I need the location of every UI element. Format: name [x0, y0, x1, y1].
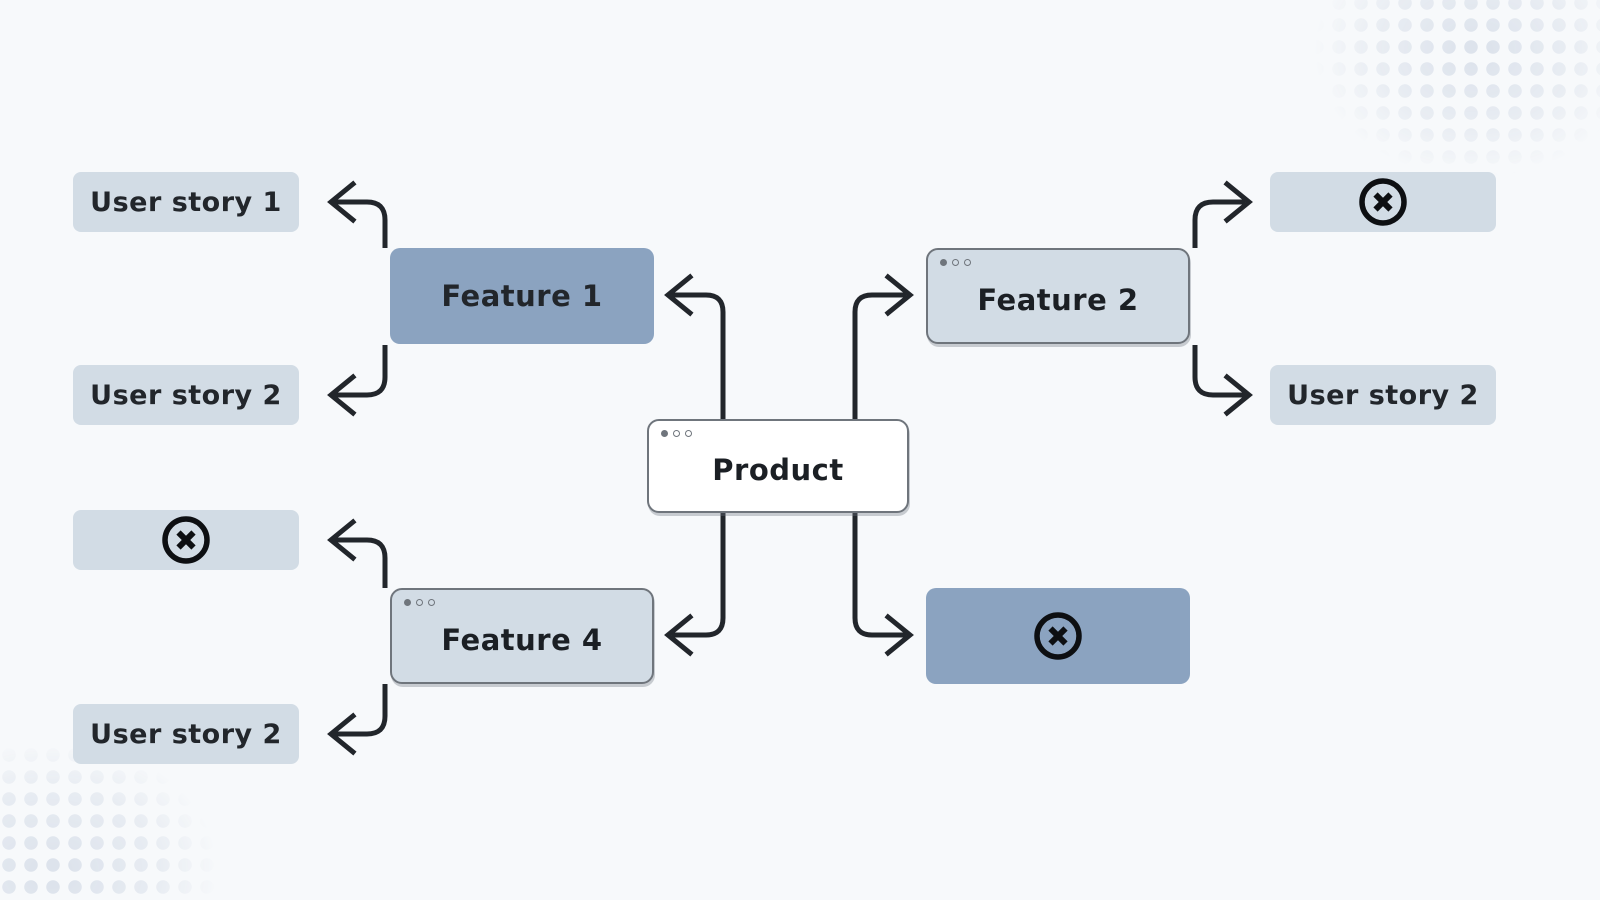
edge-product-to-feature-4 [664, 512, 726, 657]
node-label: Product [712, 453, 844, 487]
node-feature-4[interactable]: Feature 4 [390, 588, 654, 684]
edge-product-to-feature-1 [664, 273, 726, 420]
node-feature-1[interactable]: Feature 1 [390, 248, 654, 344]
window-dot-close [661, 430, 668, 437]
node-label: User story 2 [90, 718, 282, 750]
window-dot-minimize [416, 599, 423, 606]
x-circle-icon [162, 516, 210, 564]
edge-product-to-feature-2 [852, 273, 914, 420]
window-dot-close [404, 599, 411, 606]
node-label: Feature 1 [441, 279, 603, 313]
node-redacted-feature-3[interactable] [926, 588, 1190, 684]
edge-product-to-redacted-feature-3 [852, 512, 914, 657]
node-user-story-2-left-top[interactable]: User story 2 [73, 365, 299, 425]
node-product-root[interactable]: Product [647, 419, 909, 513]
x-circle-icon [1034, 612, 1082, 660]
window-controls [661, 430, 692, 437]
window-dot-minimize [673, 430, 680, 437]
node-feature-2[interactable]: Feature 2 [926, 248, 1190, 344]
window-dot-close [940, 259, 947, 266]
node-user-story-1[interactable]: User story 1 [73, 172, 299, 232]
window-controls [404, 599, 435, 606]
node-redacted-left[interactable] [73, 510, 299, 570]
edge-feature-2-to-redacted-right [1192, 180, 1253, 248]
node-label: Feature 2 [977, 283, 1139, 317]
edge-feature-4-to-redacted-left [327, 518, 388, 588]
node-user-story-2-left-bottom[interactable]: User story 2 [73, 704, 299, 764]
window-dot-minimize [952, 259, 959, 266]
window-dot-maximize [685, 430, 692, 437]
window-dot-maximize [428, 599, 435, 606]
edge-feature-1-to-user-story-1 [327, 180, 388, 248]
node-label: User story 1 [90, 186, 282, 218]
window-controls [940, 259, 971, 266]
edge-feature-4-to-user-story-2 [327, 684, 388, 756]
node-redacted-right[interactable] [1270, 172, 1496, 232]
node-label: User story 2 [1287, 379, 1479, 411]
edge-feature-1-to-user-story-2 [327, 345, 388, 417]
node-user-story-2-right[interactable]: User story 2 [1270, 365, 1496, 425]
x-circle-icon [1359, 178, 1407, 226]
edge-feature-2-to-user-story-2 [1192, 345, 1253, 417]
window-dot-maximize [964, 259, 971, 266]
node-label: Feature 4 [441, 623, 603, 657]
node-label: User story 2 [90, 379, 282, 411]
